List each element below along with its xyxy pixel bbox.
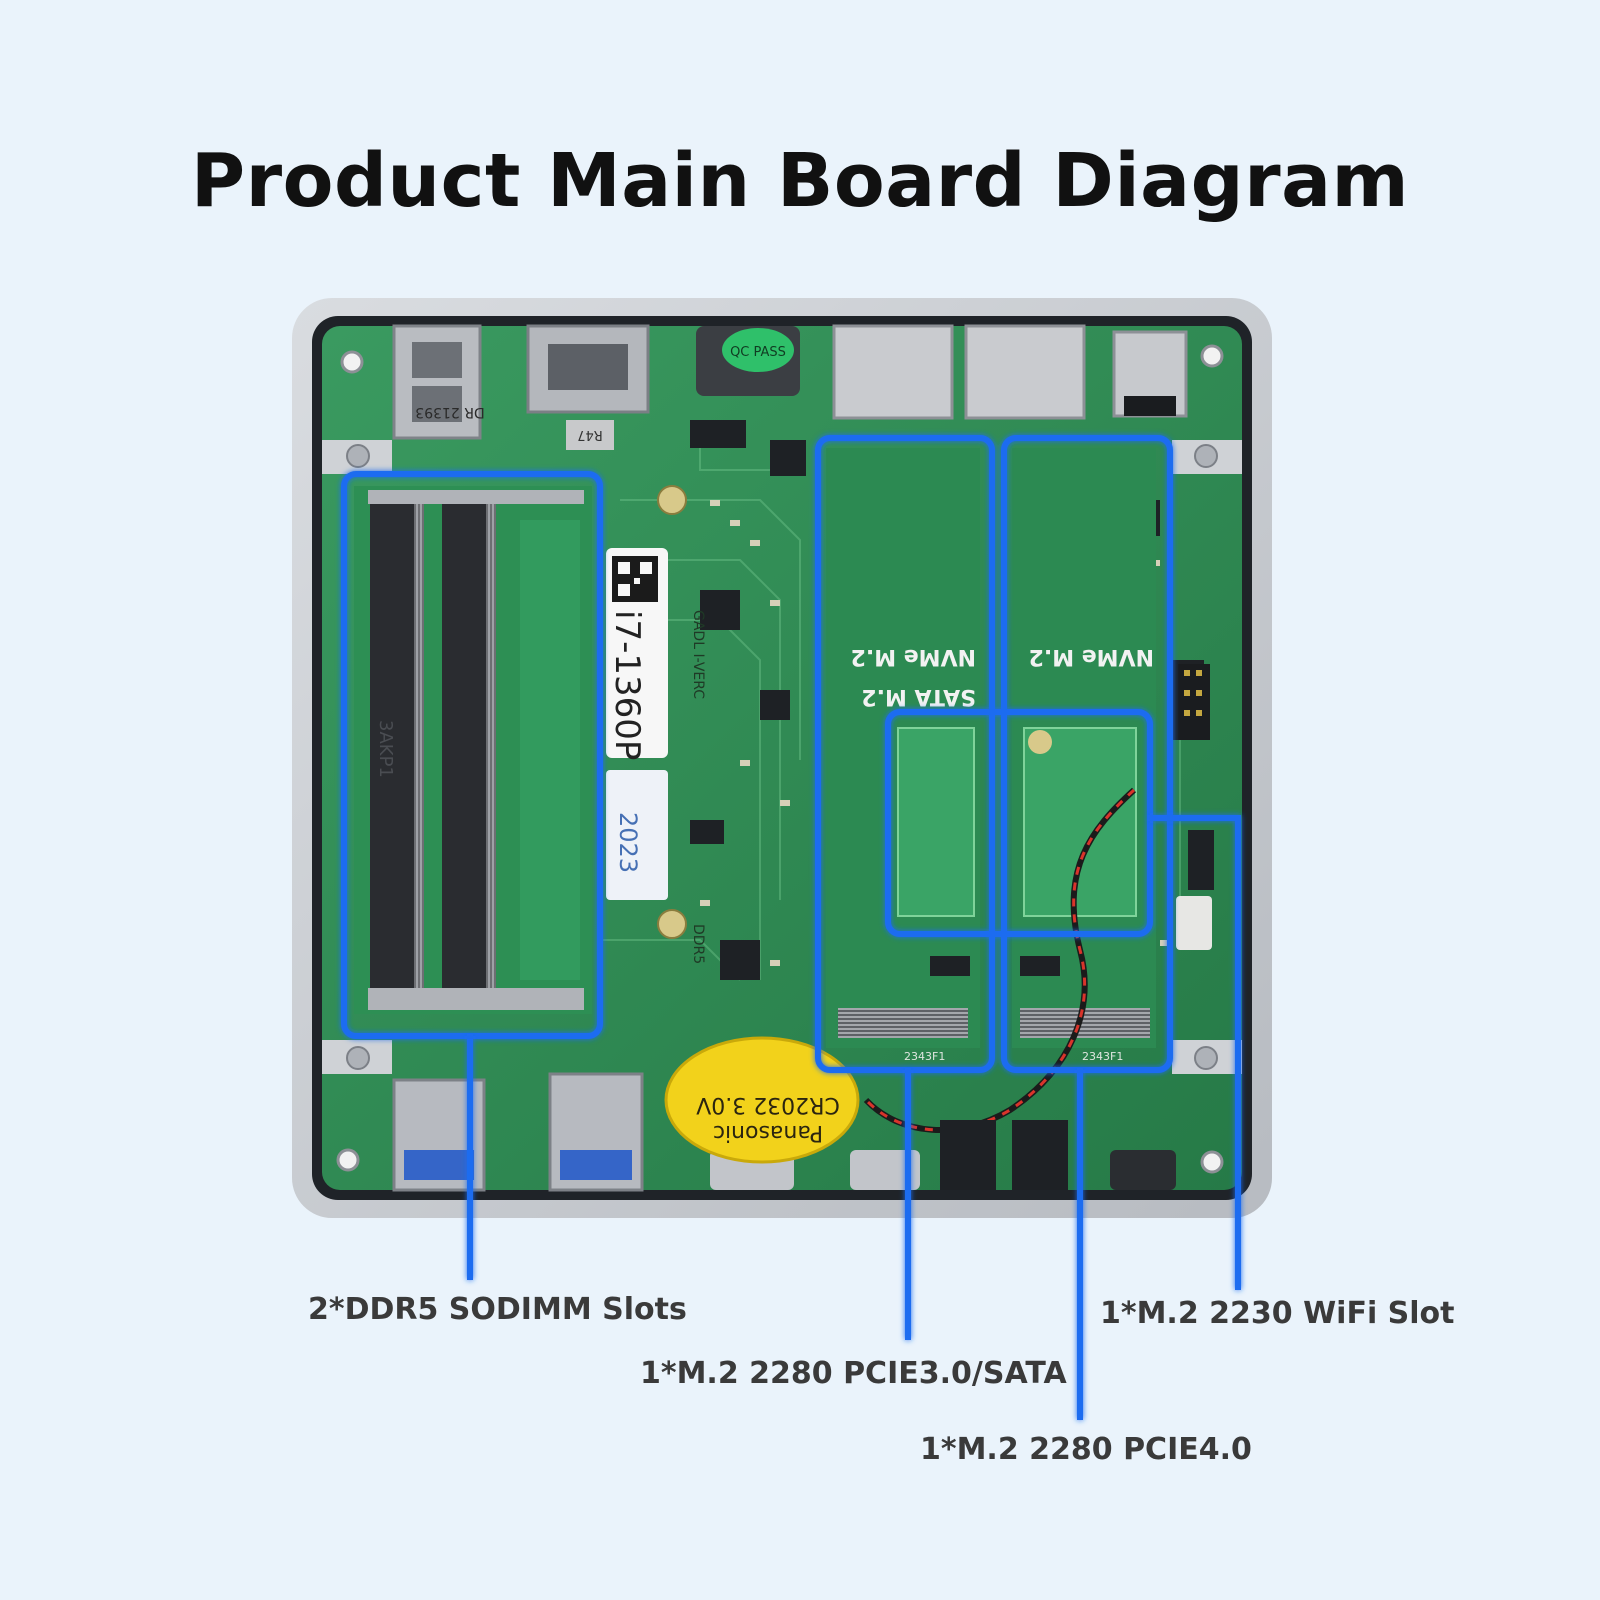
cr2032-battery: CR2032 3.0V Panasonic <box>664 1036 860 1164</box>
callout-ddr5-sodimm: 2*DDR5 SODIMM Slots <box>308 1292 687 1327</box>
leader-wifi <box>1150 815 1241 1290</box>
type-c-port <box>1110 1150 1176 1190</box>
callout-m2-pcie3-sata: 1*M.2 2280 PCIE3.0/SATA <box>640 1356 1067 1391</box>
antenna-cable-red <box>864 788 1136 1132</box>
mounting-holes <box>336 344 1224 1174</box>
page-title: Product Main Board Diagram <box>190 138 1410 224</box>
m2-slot-areas <box>826 448 1156 1048</box>
ethernet-port-1 <box>832 324 954 420</box>
highlight-wifi <box>885 709 1153 937</box>
header-pins <box>1176 664 1212 950</box>
audio-jack-2 <box>1012 1120 1068 1190</box>
battery-line-1: CR2032 3.0V <box>696 1092 840 1117</box>
date-sticker <box>606 770 668 900</box>
connector-code-2: 2343F1 <box>1082 1050 1123 1063</box>
m2-connector-1 <box>838 1008 968 1038</box>
sodimm-slot-1 <box>370 492 414 1002</box>
battery-line-2: Panasonic <box>713 1120 823 1145</box>
slot-marking: 3AKP1 <box>375 720 396 778</box>
memory-marking: DDR5 <box>690 924 706 964</box>
m2-connector-2 <box>1020 1008 1150 1038</box>
callout-m2-pcie4: 1*M.2 2280 PCIE4.0 <box>920 1432 1252 1467</box>
usb-c-port <box>850 1150 920 1190</box>
slot-label-nvme-1: NVMe M.2 <box>851 644 976 669</box>
ethernet-port-2 <box>964 324 1086 420</box>
callout-m2-wifi: 1*M.2 2230 WiFi Slot <box>1100 1296 1455 1331</box>
highlight-m2-pcie4 <box>1001 435 1173 1073</box>
top-ports: QC PASS <box>392 324 1188 440</box>
slot-label-nvme-2: NVMe M.2 <box>1029 644 1154 669</box>
sodimm-slot-2 <box>442 500 486 1000</box>
leader-lines <box>467 815 1241 1420</box>
audio-jack-1 <box>940 1120 996 1190</box>
qc-label: QC PASS <box>730 345 786 360</box>
usb-marking: DR 21393 <box>415 404 485 420</box>
year-label: 2023 <box>614 812 642 873</box>
board-model: GADL I-VERC <box>690 610 706 699</box>
connector-code-1: 2343F1 <box>904 1050 945 1063</box>
slot-label-sata: SATA M.2 <box>861 684 976 709</box>
resistor-marking: R47 <box>577 427 603 442</box>
ddr5-sodimm-slots <box>354 486 592 1014</box>
resistor-r47 <box>566 420 614 450</box>
cpu-label: i7-1360P <box>607 610 647 760</box>
qc-sticker <box>722 328 794 372</box>
standoff-brackets <box>322 440 1242 1074</box>
